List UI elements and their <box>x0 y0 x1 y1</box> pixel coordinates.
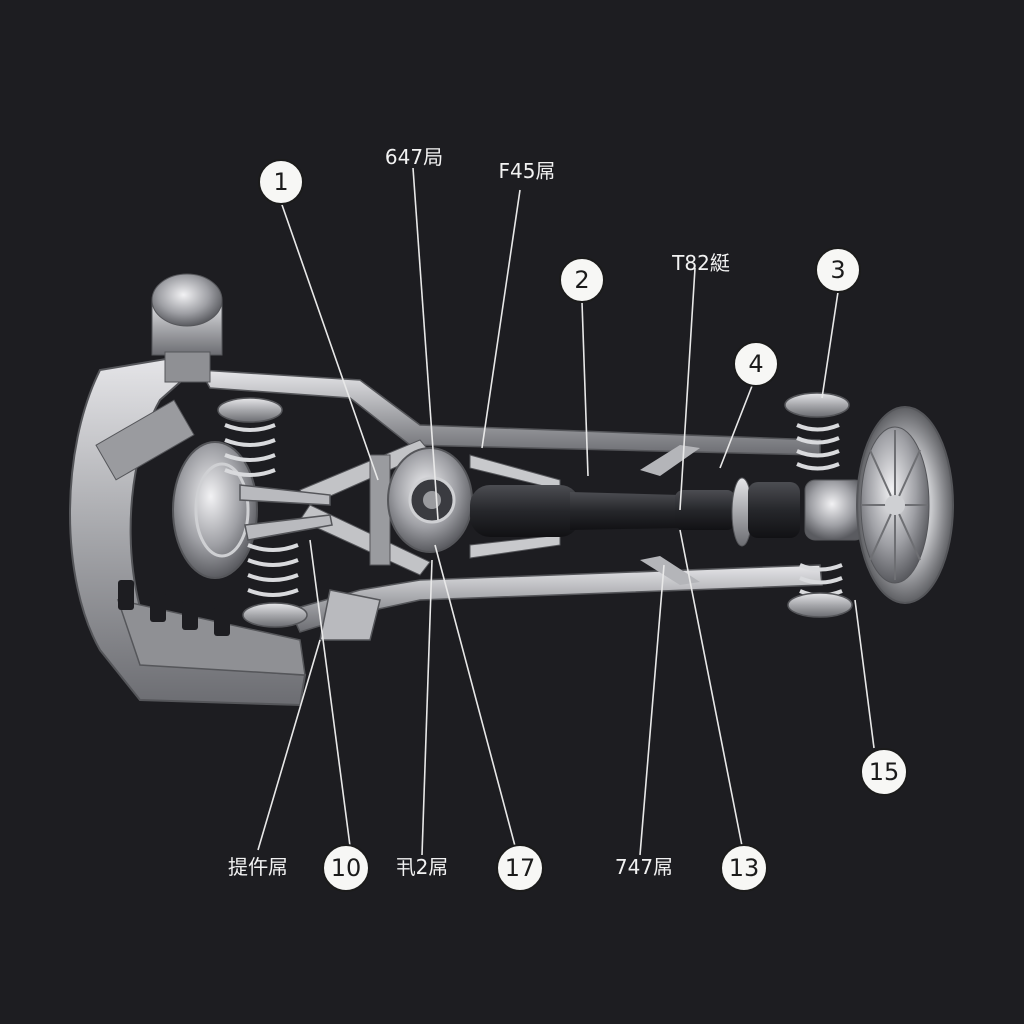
label-t82: T82綎 <box>671 251 730 275</box>
callout-2: 2 <box>559 257 605 303</box>
callout-17: 17 <box>496 844 544 892</box>
callout-10-label: 10 <box>331 854 362 882</box>
callout-17-label: 17 <box>505 854 536 882</box>
label-647: 647局 <box>385 145 443 169</box>
reservoir <box>151 273 223 383</box>
leader-lines <box>257 167 875 856</box>
rear-springs <box>784 392 853 618</box>
callout-1: 1 <box>258 159 304 205</box>
front-control-arms <box>239 484 381 641</box>
callout-3-label: 3 <box>830 256 845 284</box>
rear-wheel <box>804 406 954 604</box>
differential-housing <box>387 447 561 559</box>
callout-13-label: 13 <box>729 854 760 882</box>
callout-2-label: 2 <box>574 266 589 294</box>
callout-10: 10 <box>322 844 370 892</box>
callout-1-label: 1 <box>273 168 288 196</box>
front-hub <box>172 441 258 579</box>
label-bottom-right: 747屌 <box>615 855 673 879</box>
callout-15: 15 <box>860 748 908 796</box>
callout-4: 4 <box>733 341 779 387</box>
driveshaft <box>470 477 800 547</box>
callout-3: 3 <box>815 247 861 293</box>
callout-15-label: 15 <box>869 758 900 786</box>
label-bottom-middle: 丮2屌 <box>396 855 449 879</box>
front-springs <box>217 397 308 628</box>
front-bumper <box>69 353 307 707</box>
callout-13: 13 <box>720 844 768 892</box>
callout-4-label: 4 <box>748 350 763 378</box>
label-bottom-left: 提仵屌 <box>228 855 288 879</box>
label-f45: F45屌 <box>499 159 556 183</box>
